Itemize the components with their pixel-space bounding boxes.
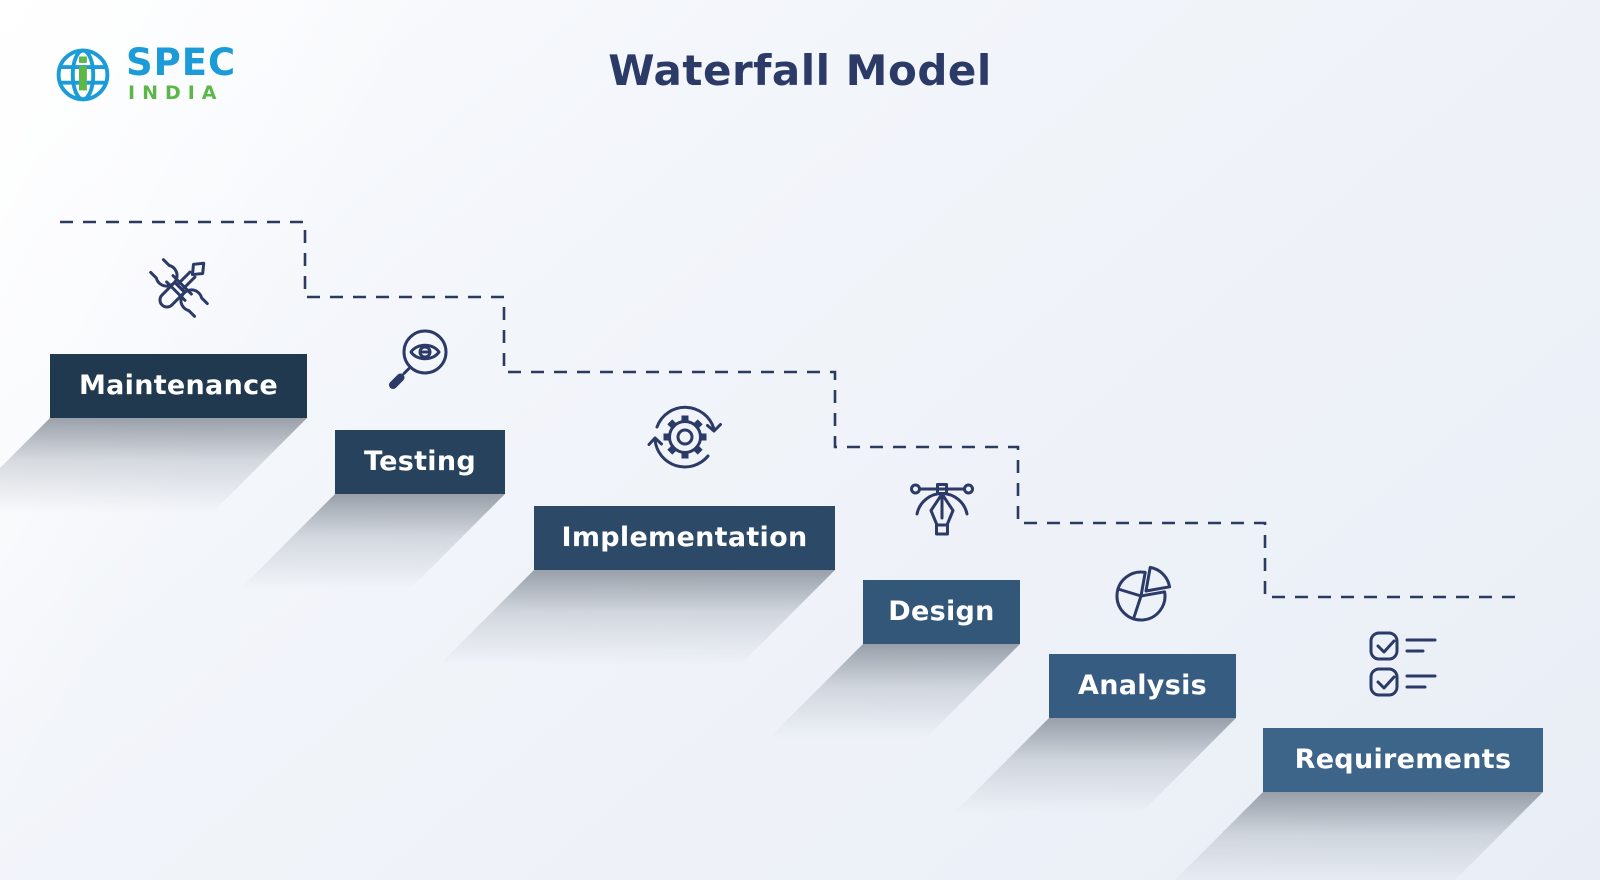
step-shadow [439, 570, 835, 665]
step-requirements: Requirements [1168, 631, 1543, 880]
step-label: Maintenance [78, 370, 279, 401]
logo-spec-text: SPEC [126, 40, 237, 84]
step-label: Analysis [1078, 670, 1207, 701]
step-testing: Testing [240, 329, 505, 589]
step-label-box: Analysis [1049, 654, 1236, 718]
step-label-box: Design [863, 580, 1020, 644]
pie-chart-icon [1107, 556, 1179, 628]
spec-india-logo: i SPEC INDIA [46, 32, 236, 114]
checklist-icon [1365, 627, 1441, 703]
gear-sync-icon [641, 393, 729, 481]
step-shadow [768, 644, 1020, 739]
step-label-box: Implementation [534, 506, 835, 570]
step-shadow [954, 718, 1236, 813]
step-label: Design [888, 596, 995, 627]
logo-india-text: INDIA [128, 81, 224, 104]
step-design: Design [768, 483, 1020, 739]
wrench-screwdriver-icon [139, 248, 219, 328]
step-label: Testing [363, 446, 477, 477]
globe-icon: i [46, 32, 120, 114]
step-label-box: Requirements [1263, 728, 1543, 792]
step-maintenance: Maintenance [0, 258, 307, 513]
step-implementation: Implementation [439, 405, 835, 665]
step-label-box: Maintenance [50, 354, 307, 418]
step-shadow [1168, 792, 1543, 880]
step-analysis: Analysis [954, 565, 1236, 813]
page-title: Waterfall Model [608, 46, 992, 95]
step-shadow [0, 418, 307, 513]
pen-tool-icon [902, 468, 982, 548]
logo-text: SPEC INDIA [126, 44, 236, 103]
step-label-box: Testing [335, 430, 505, 494]
step-label: Implementation [561, 522, 808, 553]
logo-mark: i [75, 49, 90, 102]
step-label: Requirements [1294, 744, 1512, 775]
step-shadow [240, 494, 505, 589]
magnifier-eye-icon [380, 322, 460, 402]
